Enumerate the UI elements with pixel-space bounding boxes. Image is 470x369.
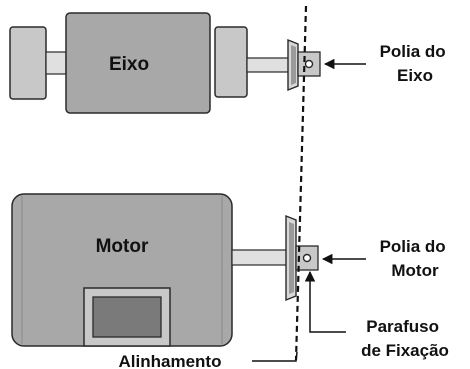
shaft-left-stub: [45, 51, 67, 75]
alignment-leader: [252, 351, 298, 362]
motor-pulley-label: Polia do Motor: [380, 237, 451, 280]
motor-pulley-label-line2: Motor: [391, 261, 439, 280]
motor-pulley: [285, 214, 319, 302]
alignment-line: [294, 5, 308, 361]
shaft-left-bearing: [9, 26, 47, 100]
shaft-pulley-label-line1: Polia do: [380, 42, 446, 61]
shaft-label: Eixo: [109, 54, 149, 75]
shaft-pulley-label: Polia do Eixo: [380, 42, 451, 85]
set-screw-label: Parafuso de Fixação: [361, 317, 449, 360]
motor-set-screw-icon: [302, 253, 312, 263]
motor-base-block: [92, 296, 162, 338]
shaft-body: [65, 12, 211, 114]
shaft-set-screw-icon: [304, 59, 314, 69]
alignment-label: Alinhamento: [119, 352, 222, 369]
set-screw-label-line1: Parafuso: [366, 317, 439, 336]
shaft-pulley-label-line2: Eixo: [397, 66, 433, 85]
shaft-assembly: Eixo: [9, 12, 321, 114]
set-screw-leader: [304, 270, 346, 333]
shaft-rod: [246, 57, 290, 73]
shaft-right-cap: [214, 26, 248, 98]
set-screw-label-line2: de Fixação: [361, 341, 449, 360]
motor-label: Motor: [96, 236, 149, 257]
motor-pulley-label-line1: Polia do: [380, 237, 446, 256]
motor-assembly: Motor: [11, 193, 319, 347]
motor-shaft-rod: [231, 249, 288, 266]
